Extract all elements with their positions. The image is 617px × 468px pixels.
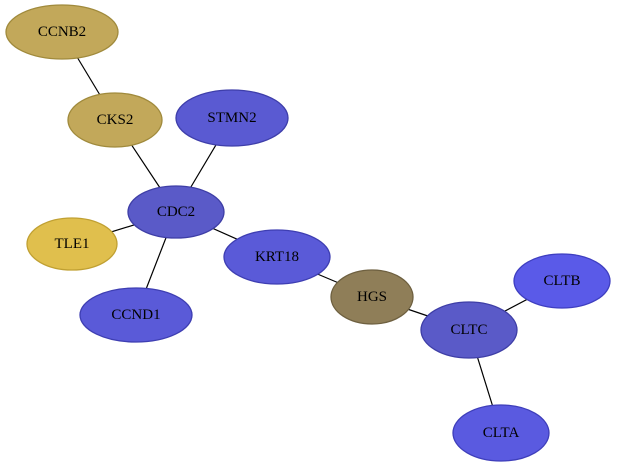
node-ellipse bbox=[5, 4, 119, 60]
node-cltc[interactable]: CLTC bbox=[420, 301, 518, 359]
node-label: HGS bbox=[357, 289, 387, 305]
node-ellipse bbox=[223, 229, 331, 285]
edges-layer bbox=[61, 31, 563, 434]
node-clta[interactable]: CLTA bbox=[452, 404, 550, 462]
node-stmn2[interactable]: STMN2 bbox=[175, 89, 289, 147]
node-label: CKS2 bbox=[97, 112, 134, 128]
node-label: CLTC bbox=[451, 322, 488, 338]
node-ccnd1[interactable]: CCND1 bbox=[79, 287, 193, 343]
node-ellipse bbox=[330, 269, 414, 325]
node-cdc2[interactable]: CDC2 bbox=[127, 185, 225, 239]
node-ellipse bbox=[26, 217, 118, 271]
node-cks2[interactable]: CKS2 bbox=[67, 92, 163, 148]
node-ellipse bbox=[420, 301, 518, 359]
node-label: STMN2 bbox=[207, 110, 256, 126]
node-label: CCND1 bbox=[111, 307, 160, 323]
node-label: CDC2 bbox=[157, 204, 195, 220]
node-ellipse bbox=[175, 89, 289, 147]
node-ccnb2[interactable]: CCNB2 bbox=[5, 4, 119, 60]
node-label: CLTB bbox=[544, 273, 581, 289]
node-label: KRT18 bbox=[255, 249, 299, 265]
node-label: CCNB2 bbox=[38, 24, 86, 40]
node-hgs[interactable]: HGS bbox=[330, 269, 414, 325]
node-ellipse bbox=[452, 404, 550, 462]
node-ellipse bbox=[127, 185, 225, 239]
node-tle1[interactable]: TLE1 bbox=[26, 217, 118, 271]
node-label: CLTA bbox=[483, 425, 520, 441]
node-ellipse bbox=[513, 253, 611, 309]
node-ellipse bbox=[67, 92, 163, 148]
node-label: TLE1 bbox=[55, 236, 90, 252]
node-krt18[interactable]: KRT18 bbox=[223, 229, 331, 285]
node-ellipse bbox=[79, 287, 193, 343]
node-cltb[interactable]: CLTB bbox=[513, 253, 611, 309]
